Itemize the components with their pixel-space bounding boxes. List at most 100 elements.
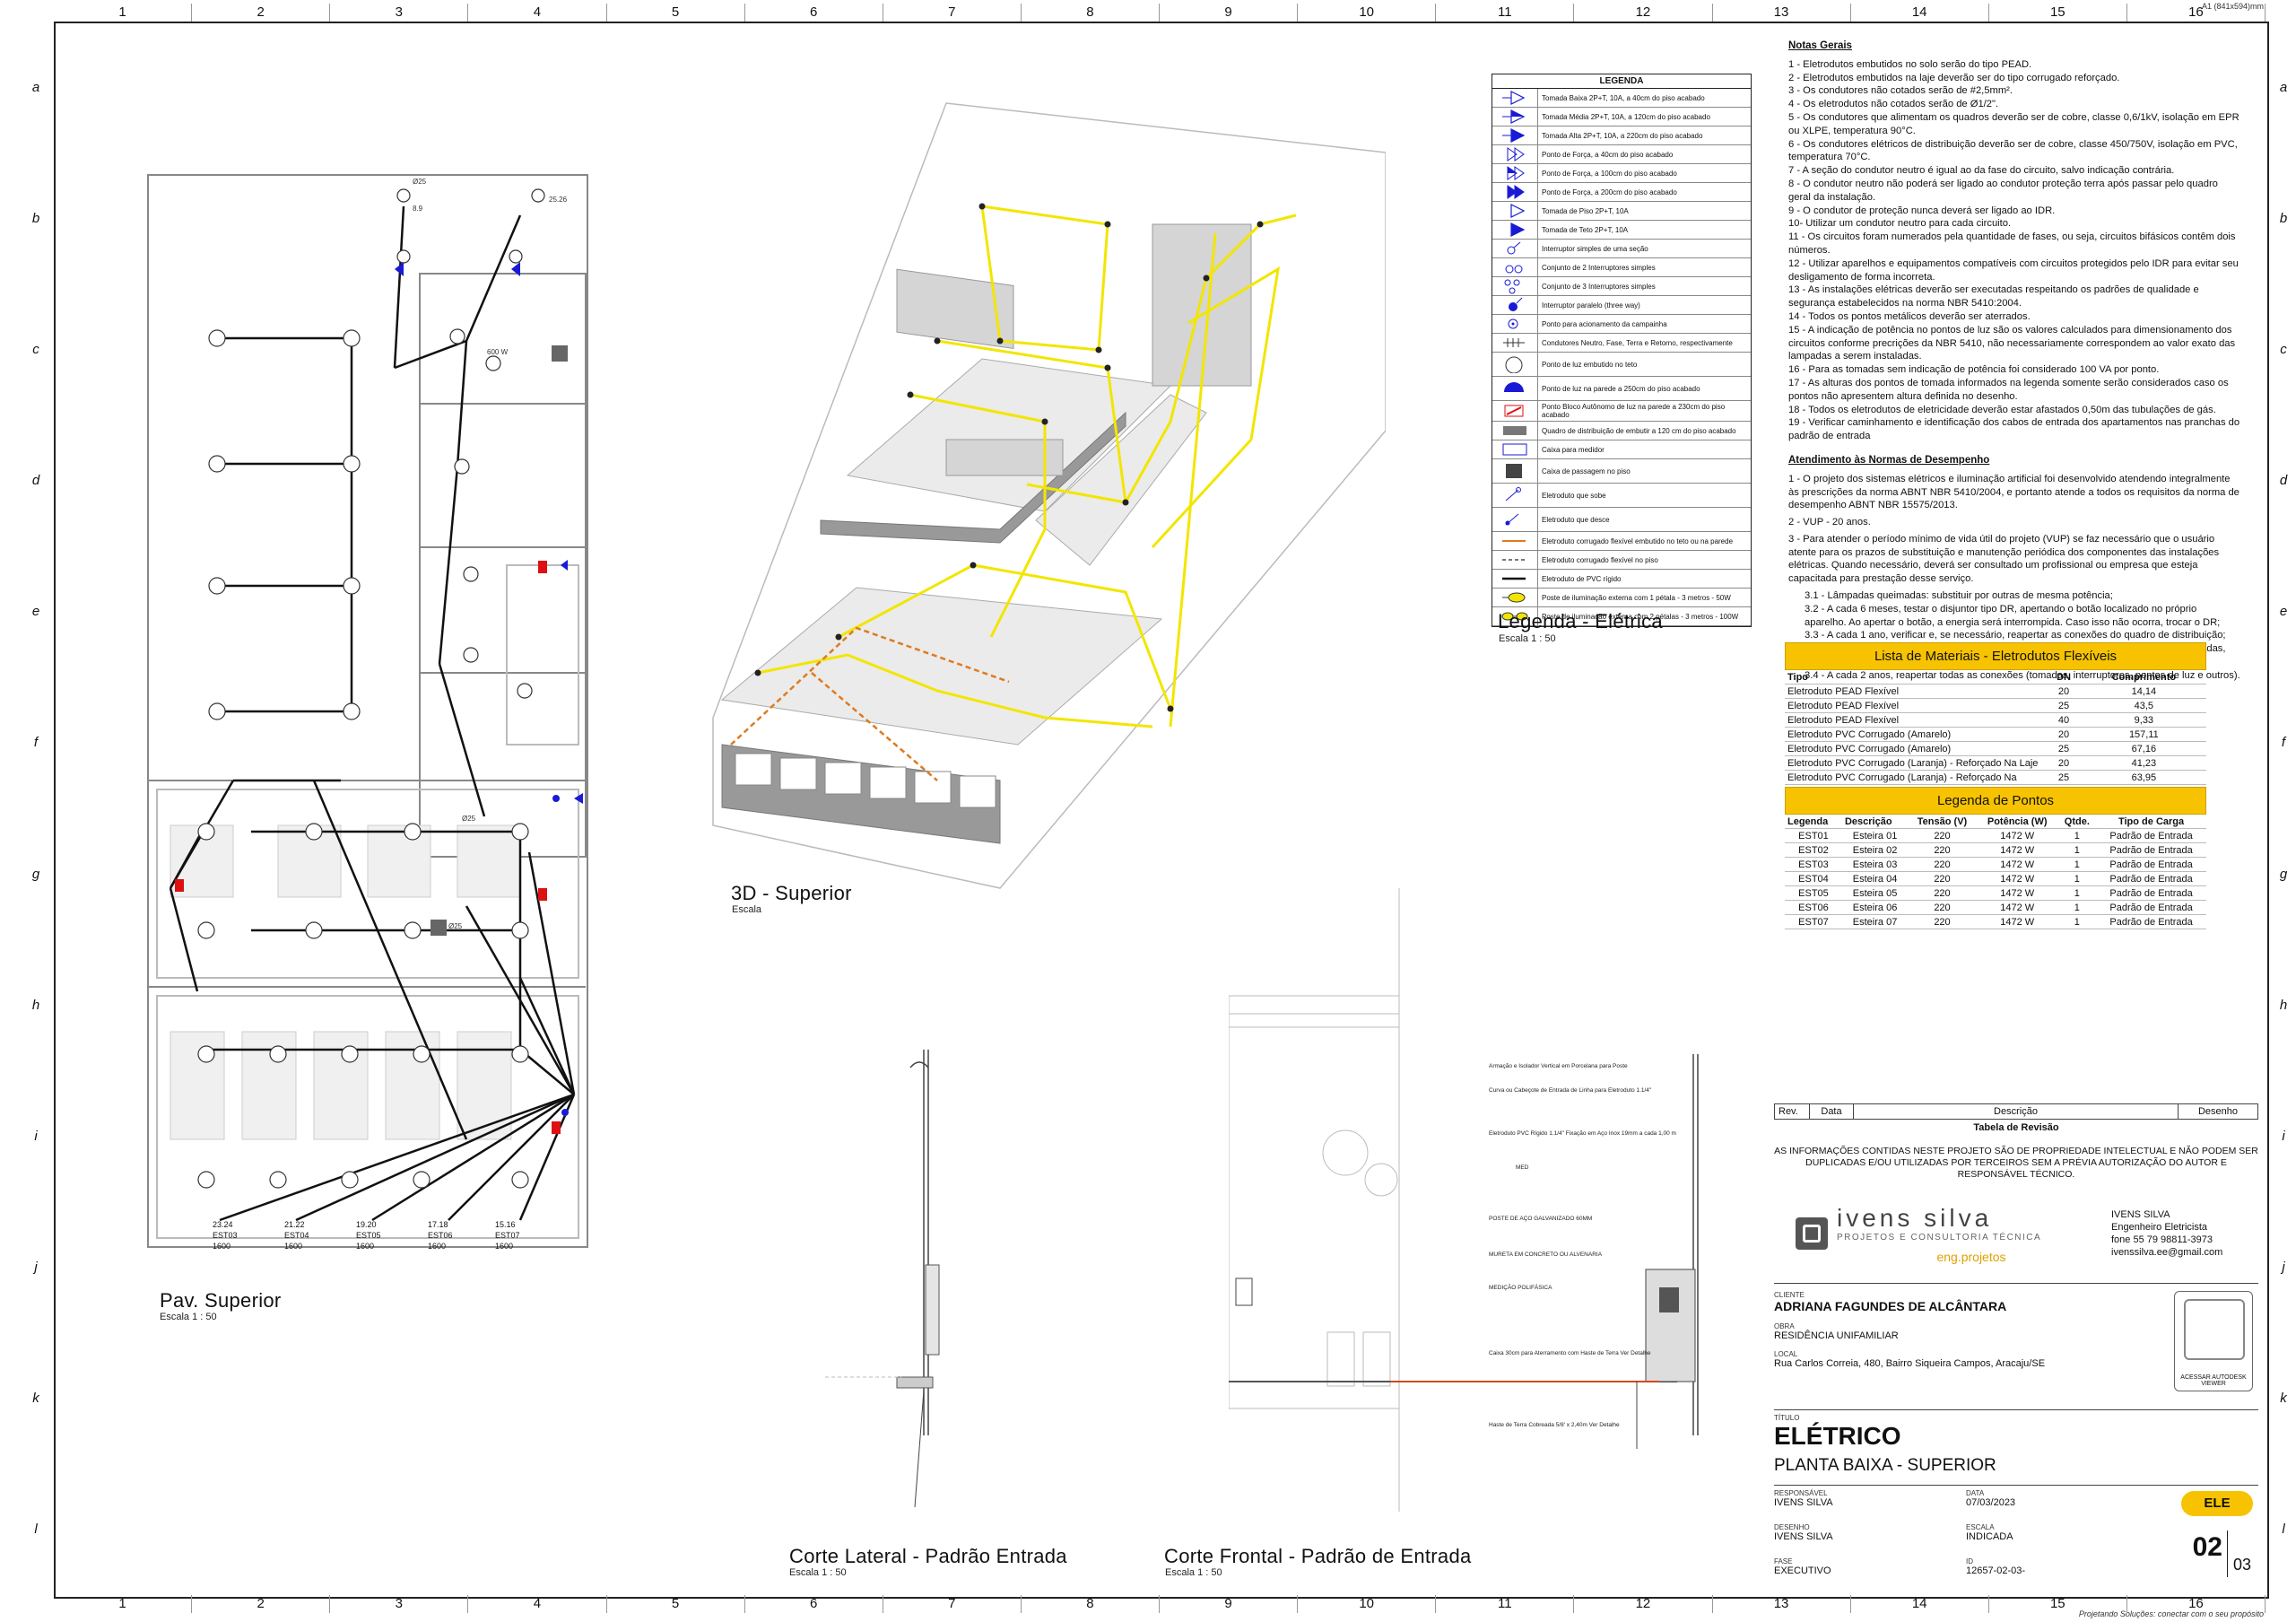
table-cell: 157,11 — [2081, 727, 2206, 742]
qr-caption: ACESSAR AUTODESK VIEWER — [2180, 1374, 2247, 1387]
legend-scale: Escala 1 : 50 — [1499, 633, 1556, 644]
line-dashed-icon — [1492, 551, 1538, 569]
note-item: 9 - O condutor de proteção nunca deverá … — [1788, 205, 2056, 216]
row-letter-g: g — [31, 866, 40, 882]
table-cell: Padrão de Entrada — [2096, 914, 2206, 929]
local-value: Rua Carlos Correia, 480, Bairro Siqueira… — [1774, 1358, 2046, 1369]
table-cell: Esteira 02 — [1841, 842, 1909, 858]
column-number-2: 2 — [192, 1595, 331, 1613]
table-header: Comprimento — [2081, 670, 2206, 685]
line-black-icon — [1492, 570, 1538, 588]
legend-row: Poste de iluminação externa com 2 pétala… — [1492, 607, 1751, 626]
note-item: 19 - Verificar caminhamento e identifica… — [1788, 417, 2240, 442]
treadmill-code: EST04 — [284, 1231, 309, 1240]
column-number-13: 13 — [1713, 1595, 1851, 1613]
table-cell: Esteira 06 — [1841, 900, 1909, 915]
legend-label: Ponto de Força, a 40cm do piso acabado — [1542, 150, 1674, 159]
table-cell: 1 — [2057, 871, 2097, 886]
titulo-label: TÍTULO — [1774, 1414, 1800, 1422]
legend-row: Ponto de luz embutido no teto — [1492, 353, 1751, 377]
table-cell: 9,33 — [2081, 712, 2206, 728]
legend-row: Caixa para medidor — [1492, 440, 1751, 459]
row-letter-l: l — [2282, 1522, 2285, 1538]
table-cell: EST07 — [1785, 914, 1842, 929]
table-cell: 1472 W — [1976, 828, 2058, 843]
notes-heading: Notas Gerais — [1788, 40, 1852, 51]
svg-text:Ø25: Ø25 — [462, 815, 476, 823]
data-label: DATA — [1966, 1489, 1985, 1497]
table-cell: EST02 — [1785, 842, 1842, 858]
treadmill-val: 23.24 — [213, 1220, 233, 1229]
iso-scale: Escala — [732, 904, 762, 915]
legend-heading: LEGENDA — [1492, 74, 1751, 89]
legend-table: LEGENDA Tomada Baixa 2P+T, 10A, a 40cm d… — [1492, 74, 1752, 627]
row-letter-l: l — [34, 1522, 38, 1538]
logo-subtitle: PROJETOS E CONSULTORIA TÉCNICA — [1837, 1232, 2042, 1243]
table-cell: 40 — [2046, 712, 2082, 728]
legend-row: Quadro de distribuição de embutir a 120 … — [1492, 422, 1751, 440]
column-number-9: 9 — [1160, 4, 1299, 22]
switch2-icon — [1492, 258, 1538, 276]
row-letter-d: d — [2279, 473, 2288, 489]
table-cell: EST05 — [1785, 885, 1842, 901]
legend-row: Ponto para acionamento da campainha — [1492, 315, 1751, 334]
table-row: Eletroduto PVC Corrugado (Laranja) - Ref… — [1785, 770, 2206, 785]
column-number-5: 5 — [607, 1595, 745, 1613]
bell-icon — [1492, 315, 1538, 333]
column-number-4: 4 — [468, 4, 607, 22]
escala-label: ESCALA — [1966, 1523, 1995, 1531]
table-cell: Esteira 01 — [1841, 828, 1909, 843]
treadmill-load: 1600 — [213, 1242, 230, 1251]
table-cell: Eletroduto PEAD Flexível — [1785, 698, 2047, 713]
plan-title: Pav. Superior — [160, 1289, 282, 1312]
table-cell: 1472 W — [1976, 842, 2058, 858]
row-letter-b: b — [31, 210, 40, 226]
engineer-role: Engenheiro Eletricista — [2111, 1222, 2208, 1233]
table-cell: 1472 W — [1976, 857, 2058, 872]
responsavel-label: RESPONSÁVEL — [1774, 1489, 1828, 1497]
section-callout: Haste de Terra Cobreada 5/8' x 2,40m Ver… — [1489, 1422, 1620, 1428]
svg-text:25.26: 25.26 — [549, 196, 568, 204]
row-letter-b: b — [2279, 210, 2288, 226]
table-cell: 220 — [1908, 885, 1977, 901]
column-number-11: 11 — [1436, 4, 1575, 22]
legend-label: Tomada de Piso 2P+T, 10A — [1542, 206, 1629, 215]
treadmill-load: 1600 — [356, 1242, 374, 1251]
note-item: 3 - Os condutores não cotados serão de #… — [1788, 85, 2013, 97]
svg-text:Ø25: Ø25 — [413, 178, 427, 186]
legend-row: Eletroduto corrugado flexível no piso — [1492, 551, 1751, 570]
table-cell: 20 — [2046, 755, 2082, 771]
legend-label: Ponto para acionamento da campainha — [1542, 319, 1667, 328]
table-header: Qtde. — [2057, 815, 2097, 829]
materials-list: Lista de Materiais - Eletrodutos Flexíve… — [1785, 642, 2206, 929]
table-cell: 1 — [2057, 842, 2097, 858]
row-letter-k: k — [32, 1391, 39, 1407]
legend-label: Condutores Neutro, Fase, Terra e Retorno… — [1542, 338, 1733, 347]
tri-double-half-icon — [1492, 164, 1538, 182]
table-cell: Esteira 05 — [1841, 885, 1909, 901]
table-cell: 220 — [1908, 914, 1977, 929]
legend-label: Ponto de luz na parede a 250cm do piso a… — [1542, 384, 1700, 393]
qr-viewer-link[interactable]: ACESSAR AUTODESK VIEWER — [2174, 1291, 2253, 1391]
legend-label: Ponto de luz embutido no teto — [1542, 360, 1638, 369]
rev-col: Rev. — [1775, 1104, 1810, 1119]
column-number-3: 3 — [330, 1595, 469, 1613]
treadmill-val: 15.16 — [495, 1220, 516, 1229]
row-letter-j: j — [34, 1260, 38, 1276]
legend-row: Ponto de luz na parede a 250cm do piso a… — [1492, 377, 1751, 401]
corte-frontal-title: Corte Frontal - Padrão de Entrada — [1164, 1545, 1472, 1567]
switch-3way-icon — [1492, 296, 1538, 314]
table-cell: Eletroduto PEAD Flexível — [1785, 712, 2047, 728]
column-number-8: 8 — [1022, 1595, 1160, 1613]
table-cell: 25 — [2046, 698, 2082, 713]
revision-table-header: Rev. Data Descrição Desenho — [1774, 1103, 2258, 1120]
row-letter-k: k — [2280, 1391, 2287, 1407]
